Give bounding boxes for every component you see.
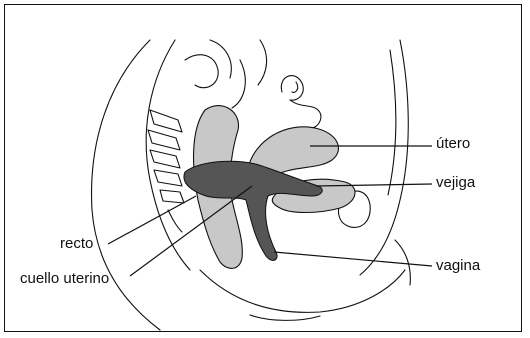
perineum [200, 270, 405, 312]
intestine-loop-2 [210, 40, 231, 78]
intestine-loop-4 [258, 40, 267, 85]
vertebra-3 [150, 150, 180, 168]
coccyx [168, 210, 182, 232]
vertebra-4 [154, 170, 182, 186]
abdominal-wall [360, 40, 408, 275]
intestine-loop-1 [185, 55, 218, 88]
vertebra-2 [148, 130, 180, 150]
sacrum-outline [146, 40, 190, 270]
vertebra-5 [160, 190, 184, 203]
ovary-loop [281, 76, 303, 101]
vertebra-1 [150, 110, 182, 132]
label-utero: útero [436, 136, 470, 151]
label-recto: recto [60, 236, 93, 251]
intestine-loop-3 [232, 60, 245, 108]
label-vagina: vagina [436, 258, 480, 273]
label-cuello-uterino: cuello uterino [20, 271, 109, 286]
pointer-vagina [274, 252, 432, 266]
label-vejiga: vejiga [436, 175, 475, 190]
fallopian-tube [290, 100, 321, 128]
